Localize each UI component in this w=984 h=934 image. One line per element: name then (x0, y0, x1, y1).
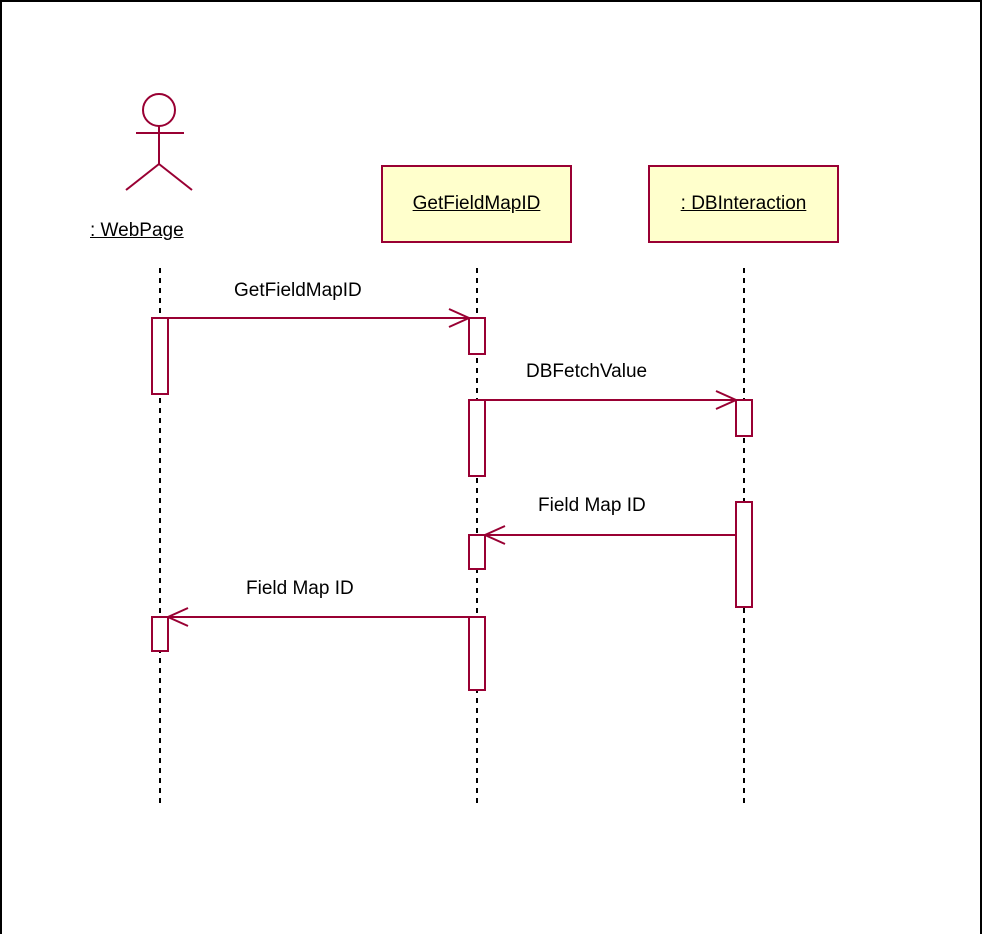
message-arrow-2 (485, 390, 739, 410)
message-label-4: Field Map ID (246, 578, 354, 599)
message-arrow-4 (165, 607, 469, 627)
activation-getfieldmapid-3 (468, 534, 486, 570)
activation-getfieldmapid-1 (468, 317, 486, 355)
object-label-dbinteraction: : DBInteraction (680, 193, 807, 214)
activation-dbinteraction-1 (735, 399, 753, 437)
message-label-3: Field Map ID (538, 495, 646, 516)
activation-webpage-2 (151, 616, 169, 652)
actor-icon (125, 93, 193, 191)
object-dbinteraction: : DBInteraction (648, 165, 839, 243)
activation-webpage-1 (151, 317, 169, 395)
message-label-1: GetFieldMapID (234, 280, 362, 301)
object-getfieldmapid: GetFieldMapID (381, 165, 572, 243)
activation-dbinteraction-2 (735, 501, 753, 608)
activation-getfieldmapid-4 (468, 616, 486, 691)
message-label-2: DBFetchValue (526, 361, 648, 382)
message-arrow-1 (168, 308, 472, 328)
actor-label: : WebPage (90, 220, 184, 241)
object-label-getfieldmapid: GetFieldMapID (412, 193, 541, 214)
message-arrow-3 (482, 525, 736, 545)
activation-getfieldmapid-2 (468, 399, 486, 477)
